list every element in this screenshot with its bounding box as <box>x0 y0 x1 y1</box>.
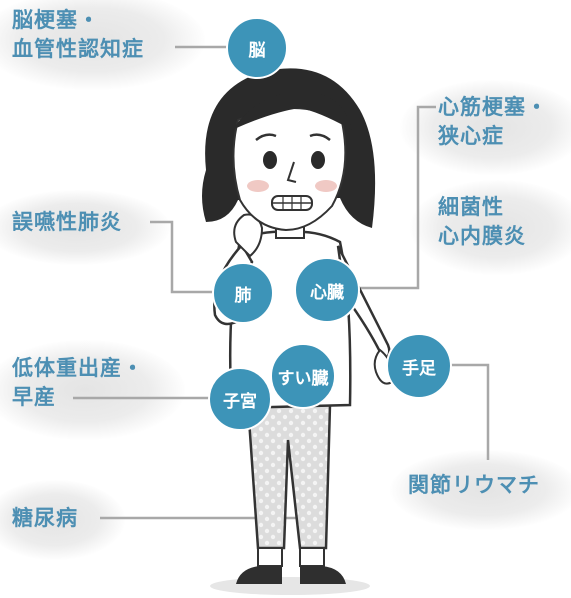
label-endo-line1: 細菌性 <box>438 195 504 219</box>
right-cheek <box>315 180 337 192</box>
connector-pneumonia <box>150 220 222 294</box>
label-stroke-line1: 脳梗塞・ <box>12 8 100 32</box>
label-endocarditis: 細菌性 心内膜炎 <box>438 193 526 251</box>
label-stroke: 脳梗塞・ 血管性認知症 <box>12 6 144 64</box>
ground-shadow <box>210 577 370 595</box>
label-aspiration-pneumonia: 誤嚥性肺炎 <box>12 210 122 234</box>
label-bg-endo <box>410 180 571 275</box>
label-preterm-line2: 早産 <box>12 385 56 409</box>
left-shoe <box>236 566 282 584</box>
label-bg-ra <box>390 450 571 530</box>
label-bg-preterm <box>0 340 185 440</box>
right-eye <box>311 151 325 169</box>
label-bg-mi <box>400 80 571 175</box>
pants <box>246 403 332 550</box>
connector-lines <box>73 45 490 520</box>
label-endo-line2: 心内膜炎 <box>438 224 526 248</box>
organ-heart-badge: 心臓 <box>294 257 360 323</box>
label-mi-line1: 心筋梗塞・ <box>438 95 548 119</box>
left-cheek <box>247 180 269 192</box>
label-preterm-line1: 低体重出産・ <box>12 356 144 380</box>
right-shoe <box>300 566 346 584</box>
organ-lung-badge: 肺 <box>212 262 274 324</box>
label-bg-stroke <box>0 0 205 90</box>
label-myocardial-infarction: 心筋梗塞・ 狭心症 <box>438 93 548 151</box>
organ-hands-feet-badge: 手足 <box>386 333 452 399</box>
label-bg-pneumonia <box>0 190 170 265</box>
label-diabetes: 糖尿病 <box>12 506 78 530</box>
nose <box>286 161 297 183</box>
right-ankle <box>299 547 325 567</box>
connector-heart <box>355 105 436 290</box>
organ-brain-badge: 脳 <box>226 17 288 79</box>
left-eye <box>263 151 277 169</box>
face <box>232 107 347 232</box>
bangs <box>232 91 352 130</box>
connector-ra <box>450 363 490 460</box>
left-eyebrow <box>255 133 277 141</box>
label-stroke-line2: 血管性認知症 <box>12 37 144 61</box>
left-ankle <box>257 547 283 567</box>
label-preterm-birth: 低体重出産・ 早産 <box>12 354 144 412</box>
organ-pancreas-badge: すい臓 <box>270 343 336 409</box>
right-eyebrow <box>309 133 331 141</box>
organ-uterus-badge: 子宮 <box>208 367 272 431</box>
label-rheumatoid-arthritis: 関節リウマチ <box>408 473 540 497</box>
label-bg-diabetes <box>0 480 125 560</box>
label-mi-line2: 狭心症 <box>438 124 504 148</box>
